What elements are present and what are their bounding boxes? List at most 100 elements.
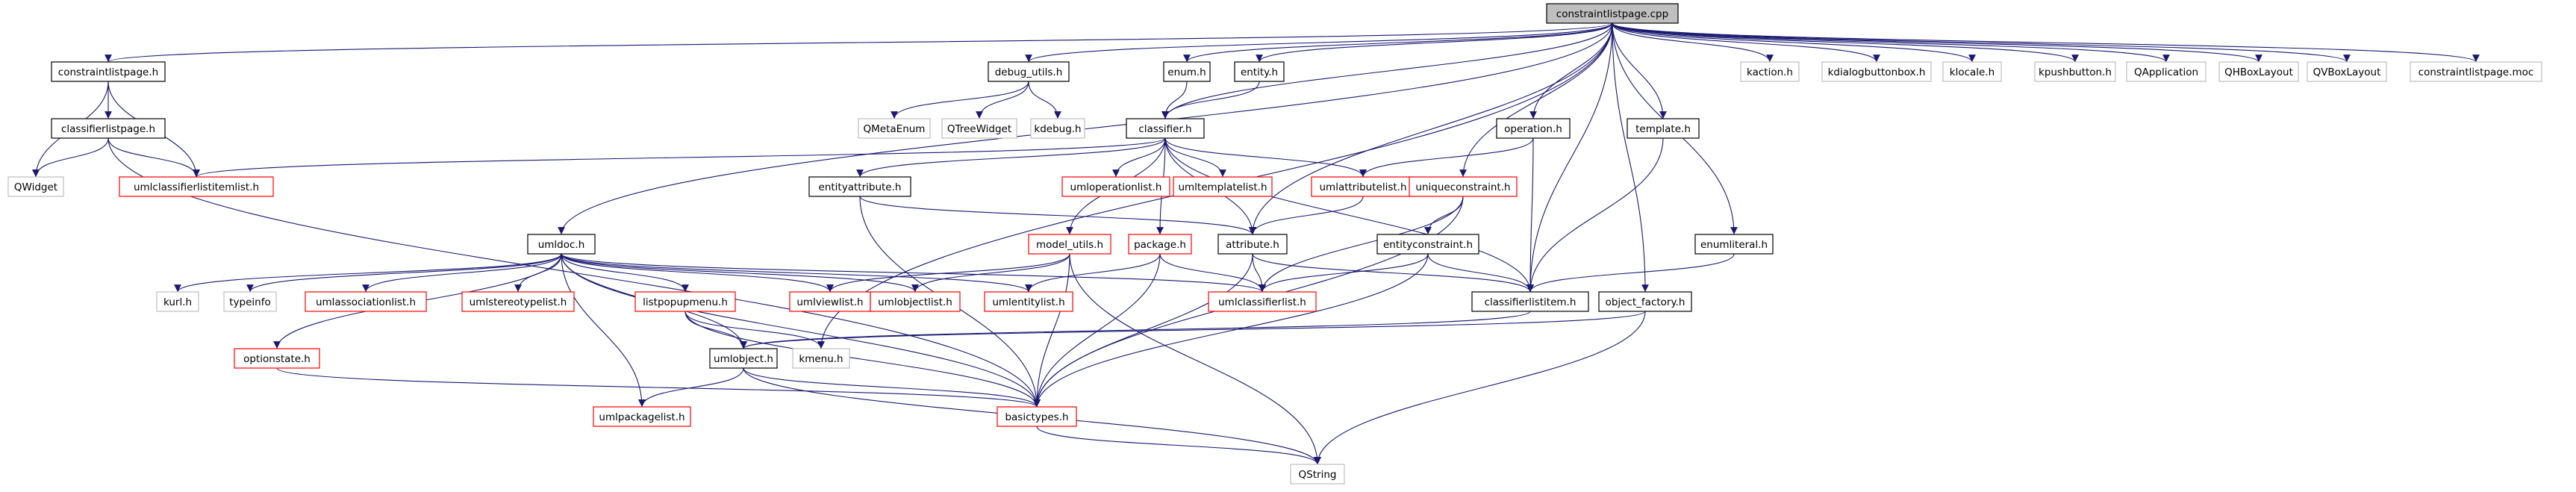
node-enumliteral-h[interactable]: enumliteral.h — [1694, 234, 1774, 255]
node-kmenu-h[interactable]: kmenu.h — [792, 348, 850, 369]
node-label: debug_utils.h — [995, 66, 1063, 78]
node-kurl-h[interactable]: kurl.h — [156, 291, 199, 312]
edge-umlobject_h-to-basictypes_h — [743, 367, 1041, 408]
node-entityattribute-h[interactable]: entityattribute.h — [808, 176, 911, 197]
node-label: QMetaEnum — [864, 123, 926, 135]
node-model-utils-h[interactable]: model_utils.h — [1028, 234, 1111, 255]
edge-model_utils_h-to-umlobjectlist_h — [911, 253, 1070, 293]
node-box — [527, 234, 596, 255]
node-uniqueconstraint-h[interactable]: uniqueconstraint.h — [1409, 176, 1518, 197]
node-umldoc-h[interactable]: umldoc.h — [527, 234, 596, 255]
node-label: kurl.h — [163, 296, 192, 308]
edge-uniqueconstraint_h-to-umlclassifierlist_h — [1259, 196, 1464, 293]
node-umlattributelist-h[interactable]: umlattributelist.h — [1311, 176, 1415, 197]
node-QWidget[interactable]: QWidget — [7, 176, 64, 197]
node-label: optionstate.h — [243, 353, 311, 365]
edge-umldoc_h-to-umlassociationlist_h — [362, 253, 562, 293]
node-box — [1061, 176, 1170, 197]
node-label: umlobject.h — [714, 353, 773, 365]
node-umlentitylist-h[interactable]: umlentitylist.h — [984, 291, 1073, 312]
edge-listpopupmenu_h-to-kmenu_h — [684, 311, 825, 349]
node-QString[interactable]: QString — [1290, 464, 1345, 485]
node-label: umlobjectlist.h — [878, 296, 952, 308]
node-QMetaEnum[interactable]: QMetaEnum — [858, 118, 931, 139]
edge-basictypes_h-to-QString — [1036, 426, 1321, 465]
node-box — [984, 291, 1073, 312]
edge-root-to-QVBoxLayout — [1612, 22, 2351, 63]
node-package-h[interactable]: package.h — [1128, 234, 1192, 255]
node-classifier-h[interactable]: classifier.h — [1126, 118, 1205, 139]
node-umlobject-h[interactable]: umlobject.h — [709, 348, 778, 369]
node-umlstereotypelist-h[interactable]: umlstereotypelist.h — [461, 291, 575, 312]
edge-entity_h-to-classifier_h — [1161, 81, 1260, 119]
node-kaction-h[interactable]: kaction.h — [1740, 61, 1800, 82]
edge-umldoc_h-to-umlviewlist_h — [561, 253, 834, 293]
node-typeinfo[interactable]: typeinfo — [223, 291, 277, 312]
node-box — [997, 406, 1077, 427]
node-label: enum.h — [1167, 66, 1206, 78]
node-label: umlviewlist.h — [796, 296, 863, 308]
node-umlpackagelist-h[interactable]: umlpackagelist.h — [593, 406, 691, 427]
node-entityconstraint-h[interactable]: entityconstraint.h — [1376, 234, 1479, 255]
node-label: umlclassifierlist.h — [1218, 296, 1306, 308]
node-klocale-h[interactable]: klocale.h — [1942, 61, 2002, 82]
node-label: QTreeWidget — [947, 123, 1011, 135]
edge-object_factory_h-to-umlobject_h — [740, 311, 1646, 349]
node-box — [1163, 61, 1211, 82]
node-operation-h[interactable]: operation.h — [1496, 118, 1571, 139]
node-kpushbutton-h[interactable]: kpushbutton.h — [2034, 61, 2116, 82]
node-listpopupmenu-h[interactable]: listpopupmenu.h — [634, 291, 736, 312]
edge-root-to-kdialogbuttonbox_h — [1612, 22, 1880, 63]
node-kdialogbuttonbox-h[interactable]: kdialogbuttonbox.h — [1821, 61, 1932, 82]
edge-debug_utils_h-to-QTreeWidget — [976, 81, 1029, 119]
node-label: operation.h — [1504, 123, 1562, 135]
node-kdebug-h[interactable]: kdebug.h — [1030, 118, 1085, 139]
edge-model_utils_h-to-QString — [1069, 253, 1321, 465]
edge-root-to-enum_h — [1183, 22, 1613, 63]
node-umlobjectlist-h[interactable]: umlobjectlist.h — [870, 291, 961, 312]
edge-layer — [32, 22, 2480, 465]
node-umlclassifierlist-h[interactable]: umlclassifierlist.h — [1208, 291, 1317, 312]
node-template-h[interactable]: template.h — [1627, 118, 1700, 139]
node-box — [223, 291, 277, 312]
node-basictypes-h[interactable]: basictypes.h — [997, 406, 1077, 427]
node-QApplication[interactable]: QApplication — [2126, 61, 2207, 82]
node-box — [709, 348, 778, 369]
node-root[interactable]: constraintlistpage.cpp — [1546, 3, 1679, 24]
edge-listpopupmenu_h-to-umlobject_h — [684, 311, 747, 349]
node-box — [593, 406, 691, 427]
node-constraintlistpage-moc[interactable]: constraintlistpage.moc — [2410, 61, 2542, 82]
node-attribute-h[interactable]: attribute.h — [1217, 234, 1288, 255]
node-debug-utils-h[interactable]: debug_utils.h — [988, 61, 1070, 82]
node-label: klocale.h — [1950, 66, 1995, 78]
node-object-factory-h[interactable]: object_factory.h — [1598, 291, 1692, 312]
node-box — [941, 118, 1017, 139]
node-QTreeWidget[interactable]: QTreeWidget — [941, 118, 1017, 139]
node-constraintlistpage-h[interactable]: constraintlistpage.h — [51, 61, 166, 82]
edge-root-to-kpushbutton_h — [1612, 22, 2079, 63]
node-label: umlpackagelist.h — [599, 411, 684, 423]
node-entity-h[interactable]: entity.h — [1234, 61, 1285, 82]
node-QHBoxLayout[interactable]: QHBoxLayout — [2218, 61, 2299, 82]
edge-classifierlistpage_h-to-QWidget — [32, 137, 109, 178]
edge-classifier_h-to-entityattribute_h — [856, 137, 1166, 178]
node-box — [808, 176, 911, 197]
node-umltemplatelist-h[interactable]: umltemplatelist.h — [1173, 176, 1273, 197]
node-umlviewlist-h[interactable]: umlviewlist.h — [789, 291, 871, 312]
node-umlclassifierlistitemlist-h[interactable]: umlclassifierlistitemlist.h — [119, 176, 274, 197]
node-umloperationlist-h[interactable]: umloperationlist.h — [1061, 176, 1170, 197]
node-label: kpushbutton.h — [2039, 66, 2112, 78]
edge-debug_utils_h-to-QMetaEnum — [891, 81, 1029, 119]
node-classifierlistpage-h[interactable]: classifierlistpage.h — [51, 118, 166, 139]
node-QVBoxLayout[interactable]: QVBoxLayout — [2307, 61, 2387, 82]
node-enum-h[interactable]: enum.h — [1163, 61, 1211, 82]
node-box — [51, 61, 166, 82]
edge-root-to-kaction_h — [1612, 22, 1774, 63]
node-umlassociationlist-h[interactable]: umlassociationlist.h — [305, 291, 427, 312]
node-classifierlistitem-h[interactable]: classifierlistitem.h — [1471, 291, 1589, 312]
node-optionstate-h[interactable]: optionstate.h — [234, 348, 320, 369]
node-box — [1217, 234, 1288, 255]
node-label: uniqueconstraint.h — [1415, 181, 1510, 193]
node-box — [988, 61, 1070, 82]
